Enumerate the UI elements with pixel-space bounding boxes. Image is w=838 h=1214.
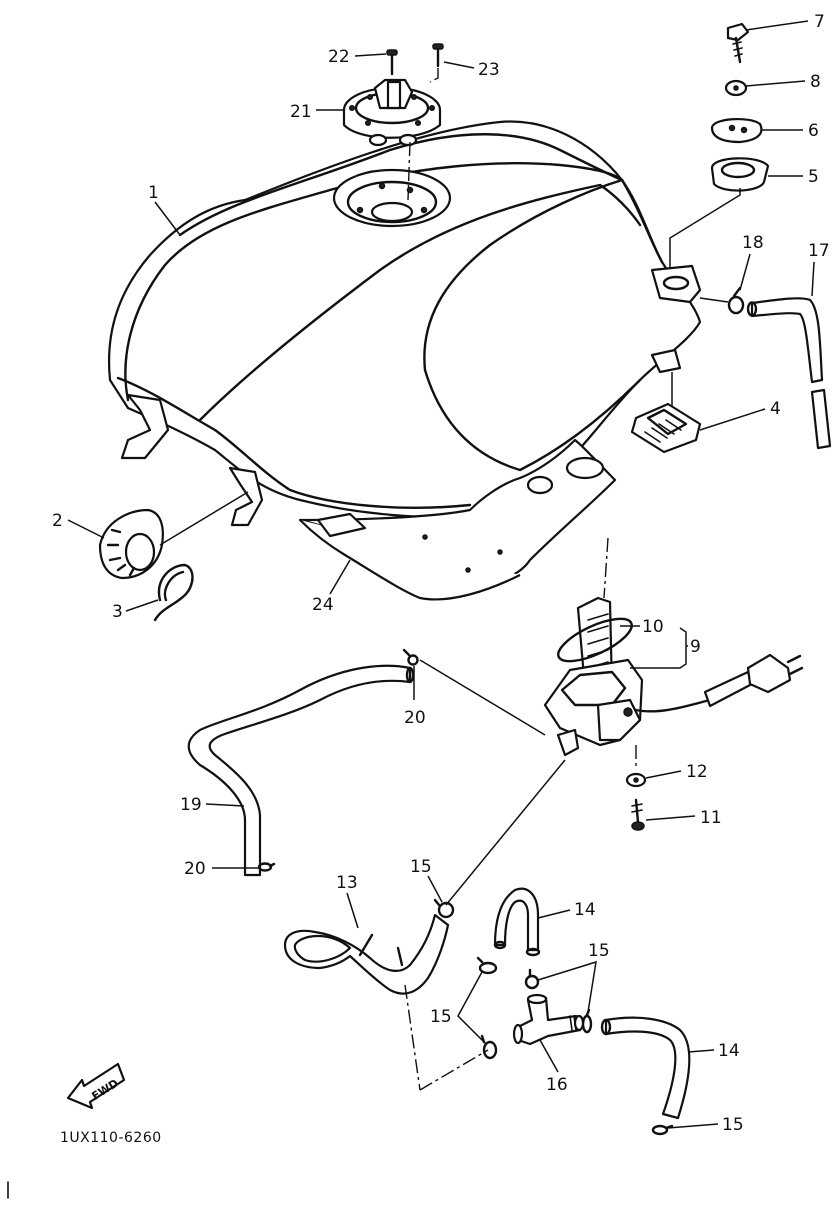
callout-21: 21 [290,102,312,122]
callout-14-upper: 14 [574,900,596,920]
clip-15-bottom [651,1124,674,1136]
clip-15-right [581,1008,593,1034]
callout-19: 19 [180,795,202,815]
callout-22: 22 [328,47,350,67]
callout-12: 12 [686,762,708,782]
fuel-hose-19 [187,664,415,877]
callout-20-top: 20 [404,708,426,728]
callout-10: 10 [642,617,664,637]
callout-17: 17 [808,241,830,261]
diagram-code: 1UX110-6260 [60,1130,162,1146]
screw-11 [631,798,645,831]
callout-1: 1 [148,183,159,203]
callout-20-bottom: 20 [184,859,206,879]
callout-14-lower: 14 [718,1041,740,1061]
callout-3: 3 [112,602,123,622]
washer-12 [625,772,647,788]
callout-4: 4 [770,399,781,419]
hose-clip-20-top [402,648,419,666]
part-3-band [153,563,194,622]
callout-11: 11 [700,808,722,828]
callout-5: 5 [808,167,819,187]
collar-8 [724,79,748,97]
callout-24: 24 [312,595,334,615]
callout-8: 8 [810,72,821,92]
hose-clip-20-bottom [257,862,276,872]
callout-15-bottom: 15 [722,1115,744,1135]
damper-5 [710,157,770,192]
callout-15-right: 15 [588,941,610,961]
callout-6: 6 [808,121,819,141]
callout-15-left: 15 [430,1007,452,1027]
callout-16: 16 [546,1075,568,1095]
fuel-tank [108,120,702,601]
heat-shield [298,438,617,601]
bolt-7 [726,22,750,64]
callout-13: 13 [336,873,358,893]
hose-13 [283,913,450,995]
clip-15-upper [433,898,455,919]
hose-14-lower [600,1016,691,1120]
cap-screw-22 [386,49,398,76]
callout-18: 18 [742,233,764,253]
part-2-damper [98,508,164,580]
cap-screw-23 [432,43,444,68]
callout-15-top: 15 [410,857,432,877]
breather-hose-17 [746,297,832,450]
callout-9: 9 [690,637,701,657]
damper-6 [710,118,763,144]
fuel-cap [342,78,442,147]
hose-14-upper [493,887,541,957]
clip-15-left-lower [480,1034,498,1060]
damper-4 [630,402,702,454]
callout-2: 2 [52,511,63,531]
clip-15-right-upper [524,968,540,990]
callouts: 1 2 3 4 5 6 7 8 9 10 11 12 13 14 14 15 [52,12,830,1135]
callout-23: 23 [478,60,500,80]
callout-7: 7 [814,12,825,32]
t-joint-16 [512,993,585,1046]
hose-clip-18 [727,286,745,315]
clip-15-left [476,956,498,975]
fwd-arrow: FWD [66,1062,126,1110]
fuel-cock-assembly [543,596,804,757]
